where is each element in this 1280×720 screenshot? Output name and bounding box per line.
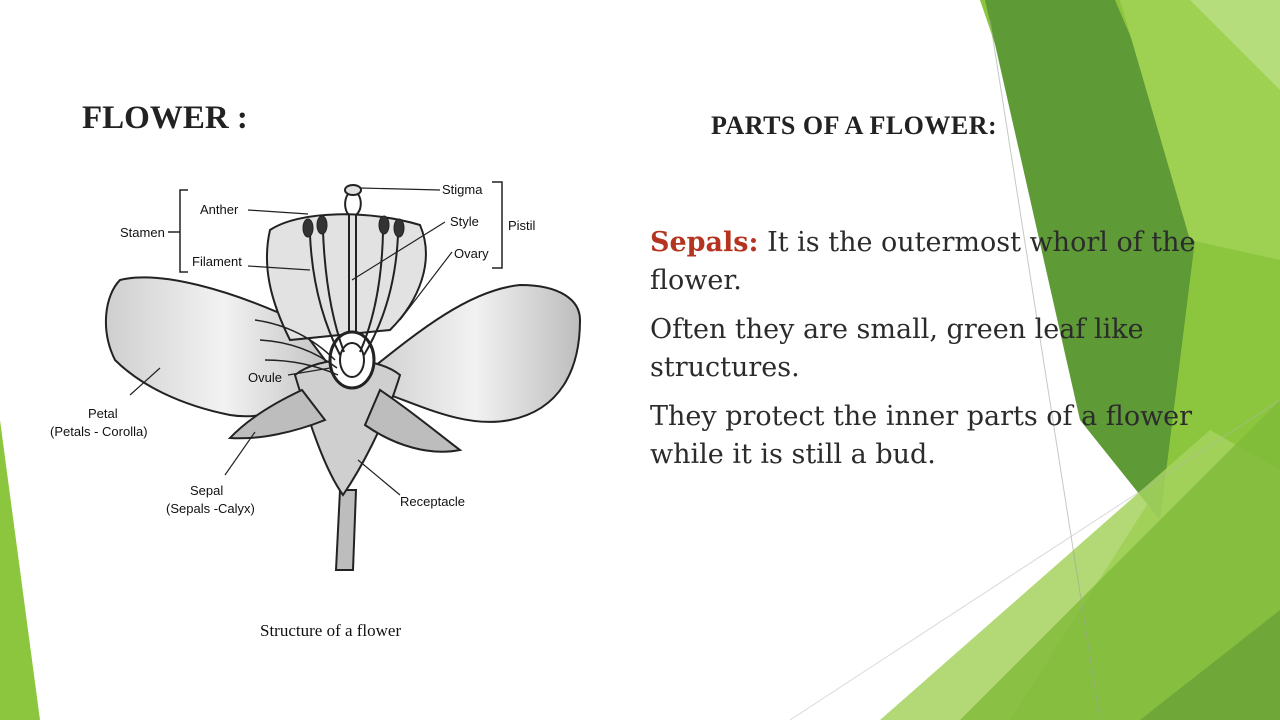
label-ovule: Ovule xyxy=(248,370,282,385)
content-text: Sepals: It is the outermost whorl of the… xyxy=(650,224,1210,485)
style-shape xyxy=(348,215,357,332)
anthers xyxy=(302,215,405,238)
slide-title: FLOWER : xyxy=(82,100,248,136)
label-petal-note: (Petals - Corolla) xyxy=(50,424,148,439)
label-anther: Anther xyxy=(200,202,239,217)
label-sepal: Sepal xyxy=(190,483,223,498)
label-pointers xyxy=(129,187,453,496)
paragraph-text: They protect the inner parts of a flower… xyxy=(650,401,1193,470)
label-petal: Petal xyxy=(88,406,118,421)
petal-right-shape xyxy=(368,283,582,423)
petal-left-shape xyxy=(104,276,342,418)
label-style: Style xyxy=(450,214,479,229)
section-heading: PARTS OF A FLOWER: xyxy=(711,111,998,140)
paragraph-function: They protect the inner parts of a flower… xyxy=(650,398,1210,474)
label-sepal-note: (Sepals -Calyx) xyxy=(166,501,255,516)
label-stamen: Stamen xyxy=(120,225,165,240)
diagram-caption: Structure of a flower xyxy=(260,621,401,640)
ovule-shape xyxy=(339,342,365,378)
stalk-shape xyxy=(334,489,358,571)
label-filament: Filament xyxy=(192,254,242,269)
paragraph-sepals: Sepals: It is the outermost whorl of the… xyxy=(650,224,1210,300)
stamens xyxy=(309,231,399,356)
pistil-bracket xyxy=(492,181,503,269)
label-stigma: Stigma xyxy=(442,182,483,197)
term-sepals: Sepals: xyxy=(650,227,759,258)
stigma-shape xyxy=(344,184,362,196)
label-pistil: Pistil xyxy=(508,218,536,233)
paragraph-appearance: Often they are small, green leaf like st… xyxy=(650,311,1210,387)
label-receptacle: Receptacle xyxy=(400,494,465,509)
sepal-right-shape xyxy=(363,388,463,453)
label-ovary: Ovary xyxy=(454,246,489,261)
stamen-bracket xyxy=(168,189,188,273)
ovary-shape xyxy=(328,330,376,390)
paragraph-text: Often they are small, green leaf like st… xyxy=(650,314,1144,383)
style-top-shape xyxy=(344,193,362,216)
flower-structure-diagram: Anther Stamen Filament Stigma Style Pist… xyxy=(50,181,582,640)
paragraph-text: It is the outermost whorl of the flower. xyxy=(650,227,1196,296)
sepal-left-shape xyxy=(227,388,327,440)
